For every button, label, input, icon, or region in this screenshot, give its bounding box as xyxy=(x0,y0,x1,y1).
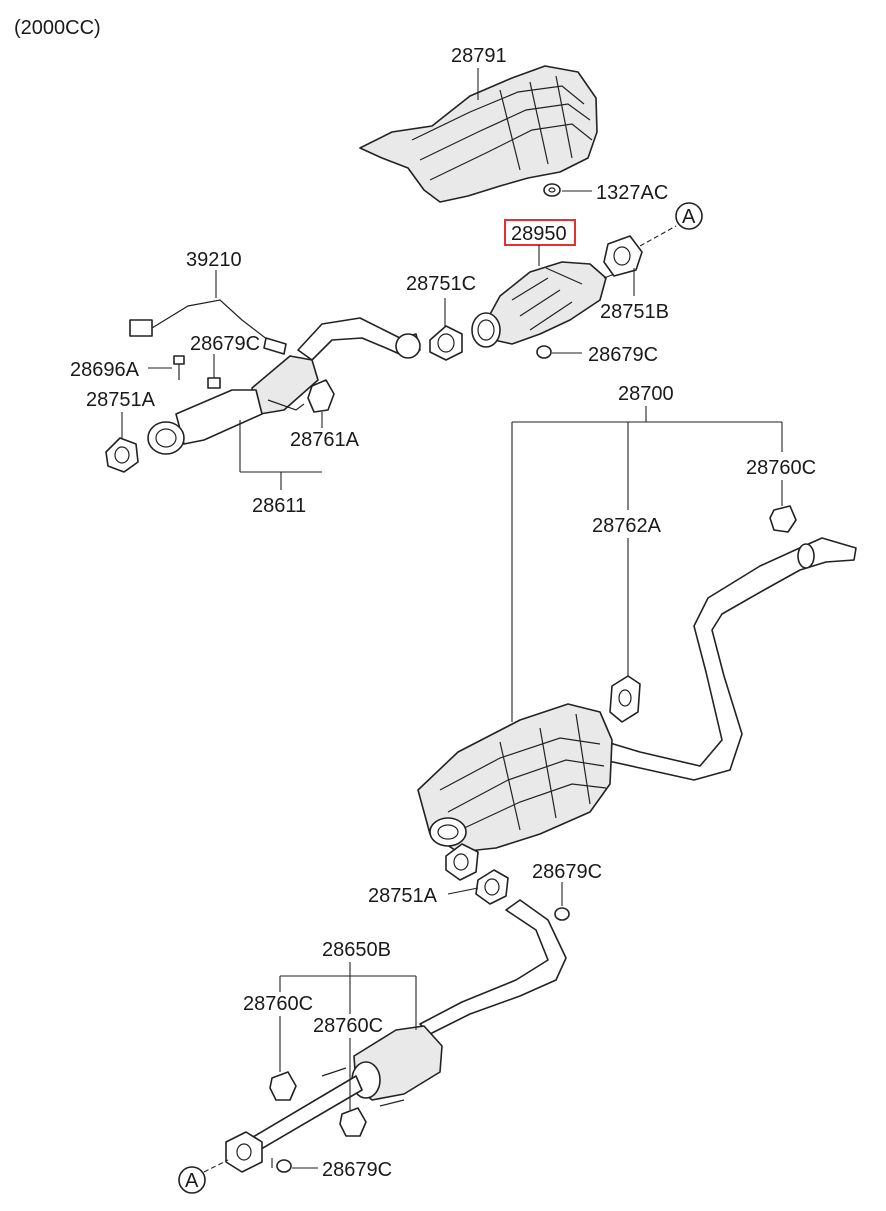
center-pipe[interactable] xyxy=(225,899,567,1173)
label-28679c-top: 28679C xyxy=(588,344,658,366)
hanger-28762a[interactable] xyxy=(609,675,641,723)
label-39210: 39210 xyxy=(186,249,242,271)
gasket-28751a-left[interactable] xyxy=(105,437,139,473)
leader-ref-a-bottom xyxy=(203,1159,229,1173)
tail-pipe[interactable] xyxy=(599,537,857,781)
label-28950: 28950 xyxy=(511,223,567,245)
hanger-28760c-low2[interactable] xyxy=(339,1107,367,1137)
engine-label: (2000CC) xyxy=(14,17,101,39)
hanger-28761a[interactable] xyxy=(307,379,335,413)
hanger-28760c-low1[interactable] xyxy=(269,1071,297,1101)
label-28611: 28611 xyxy=(252,495,306,517)
label-28760c-right: 28760C xyxy=(746,457,816,479)
label-28751b: 28751B xyxy=(600,301,669,323)
label-28679c-bottom: 28679C xyxy=(322,1159,392,1181)
gasket-28751a-mid[interactable] xyxy=(445,843,509,905)
label-28762a: 28762A xyxy=(592,515,662,537)
label-28650b: 28650B xyxy=(322,939,391,961)
label-28700: 28700 xyxy=(618,383,674,405)
oxygen-sensor[interactable] xyxy=(129,299,287,355)
catalytic-converter[interactable] xyxy=(471,261,621,348)
ref-a-top-circle xyxy=(675,202,703,230)
gasket-28751b[interactable] xyxy=(603,235,643,277)
nut-28679c-left[interactable] xyxy=(207,377,221,389)
front-pipe[interactable] xyxy=(147,317,421,455)
ref-a-bottom-circle xyxy=(178,1166,206,1194)
highlight-box-28950 xyxy=(504,219,576,246)
label-28679c-left: 28679C xyxy=(190,333,260,355)
label-28751c: 28751C xyxy=(406,273,476,295)
leader-28751a-mid xyxy=(447,887,479,895)
label-28761a: 28761A xyxy=(290,429,360,451)
label-28791: 28791 xyxy=(451,45,507,67)
label-28760c-low2: 28760C xyxy=(313,1015,383,1037)
main-muffler[interactable] xyxy=(417,703,613,853)
bolt-28696a[interactable] xyxy=(173,355,185,380)
ref-a-bottom: A xyxy=(185,1170,199,1192)
ref-a-top: A xyxy=(682,206,696,228)
leader-ref-a-top xyxy=(639,225,677,247)
heat-shield[interactable] xyxy=(359,65,598,203)
label-28751a-mid: 28751A xyxy=(368,885,438,907)
label-28751a-left: 28751A xyxy=(86,389,156,411)
nut-28679c-bottom[interactable] xyxy=(276,1159,292,1173)
label-1327ac: 1327AC xyxy=(596,182,668,204)
gasket-28751c[interactable] xyxy=(429,325,463,361)
hanger-28760c-right[interactable] xyxy=(769,505,797,533)
nut-28679c-top[interactable] xyxy=(536,345,552,359)
nut-28679c-mid[interactable] xyxy=(554,907,570,921)
nut-1327ac[interactable] xyxy=(543,183,561,197)
label-28696a: 28696A xyxy=(70,359,140,381)
label-28679c-mid: 28679C xyxy=(532,861,602,883)
label-28760c-low1: 28760C xyxy=(243,993,313,1015)
